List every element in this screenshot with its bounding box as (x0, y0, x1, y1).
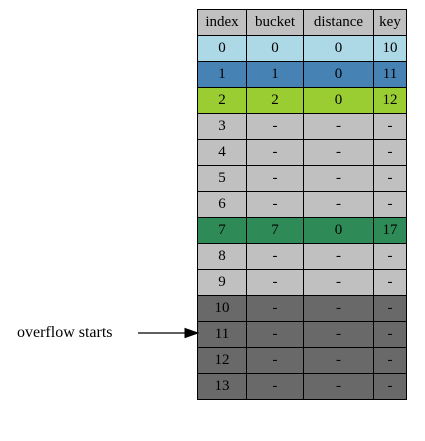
cell-index: 7 (197, 217, 247, 244)
cell-index: 6 (197, 191, 247, 218)
cell-index: 1 (197, 61, 247, 88)
cell-distance: 0 (303, 35, 374, 62)
cell-index: 2 (197, 87, 247, 114)
cell-distance: - (303, 269, 374, 296)
header-cell-distance: distance (303, 9, 374, 36)
cell-bucket: - (246, 373, 304, 400)
cell-distance: 0 (303, 217, 374, 244)
cell-index: 9 (197, 269, 247, 296)
cell-key: 11 (373, 61, 407, 88)
cell-key: 17 (373, 217, 407, 244)
cell-distance: - (303, 243, 374, 270)
cell-bucket: - (246, 321, 304, 348)
table-row: 13--- (197, 373, 407, 400)
cell-bucket: - (246, 295, 304, 322)
cell-distance: - (303, 113, 374, 140)
overflow-arrow (138, 327, 200, 339)
cell-bucket: - (246, 191, 304, 218)
cell-bucket: - (246, 113, 304, 140)
cell-index: 0 (197, 35, 247, 62)
header-cell-key: key (373, 9, 407, 36)
cell-bucket: - (246, 243, 304, 270)
cell-distance: - (303, 191, 374, 218)
table-row: 12--- (197, 347, 407, 374)
cell-distance: 0 (303, 87, 374, 114)
table-row: 9--- (197, 269, 407, 296)
cell-bucket: 7 (246, 217, 304, 244)
cell-key: 10 (373, 35, 407, 62)
cell-bucket: - (246, 139, 304, 166)
table-row: 11--- (197, 321, 407, 348)
table-row: 6--- (197, 191, 407, 218)
cell-bucket: - (246, 347, 304, 374)
cell-index: 4 (197, 139, 247, 166)
cell-key: - (373, 243, 407, 270)
cell-bucket: 2 (246, 87, 304, 114)
cell-key: - (373, 113, 407, 140)
table-row: 4--- (197, 139, 407, 166)
header-cell-bucket: bucket (246, 9, 304, 36)
cell-index: 11 (197, 321, 247, 348)
overflow-starts-label: overflow starts (17, 324, 113, 341)
cell-index: 10 (197, 295, 247, 322)
cell-distance: - (303, 373, 374, 400)
cell-distance: 0 (303, 61, 374, 88)
cell-index: 13 (197, 373, 247, 400)
cell-distance: - (303, 347, 374, 374)
cell-distance: - (303, 165, 374, 192)
cell-index: 3 (197, 113, 247, 140)
table-row: 5--- (197, 165, 407, 192)
cell-bucket: 1 (246, 61, 304, 88)
cell-key: - (373, 347, 407, 374)
table-row: 8--- (197, 243, 407, 270)
cell-index: 8 (197, 243, 247, 270)
table-header-row: index bucket distance key (197, 9, 407, 36)
cell-distance: - (303, 295, 374, 322)
table-row: 10--- (197, 295, 407, 322)
cell-key: 12 (373, 87, 407, 114)
cell-bucket: 0 (246, 35, 304, 62)
cell-key: - (373, 321, 407, 348)
header-cell-index: index (197, 9, 247, 36)
table-row: 3--- (197, 113, 407, 140)
cell-key: - (373, 269, 407, 296)
cell-bucket: - (246, 165, 304, 192)
cell-key: - (373, 165, 407, 192)
cell-key: - (373, 191, 407, 218)
cell-bucket: - (246, 269, 304, 296)
cell-distance: - (303, 321, 374, 348)
cell-index: 5 (197, 165, 247, 192)
overflow-arrow-head (184, 327, 200, 339)
cell-key: - (373, 295, 407, 322)
cell-key: - (373, 373, 407, 400)
cell-key: - (373, 139, 407, 166)
cell-distance: - (303, 139, 374, 166)
cell-index: 12 (197, 347, 247, 374)
